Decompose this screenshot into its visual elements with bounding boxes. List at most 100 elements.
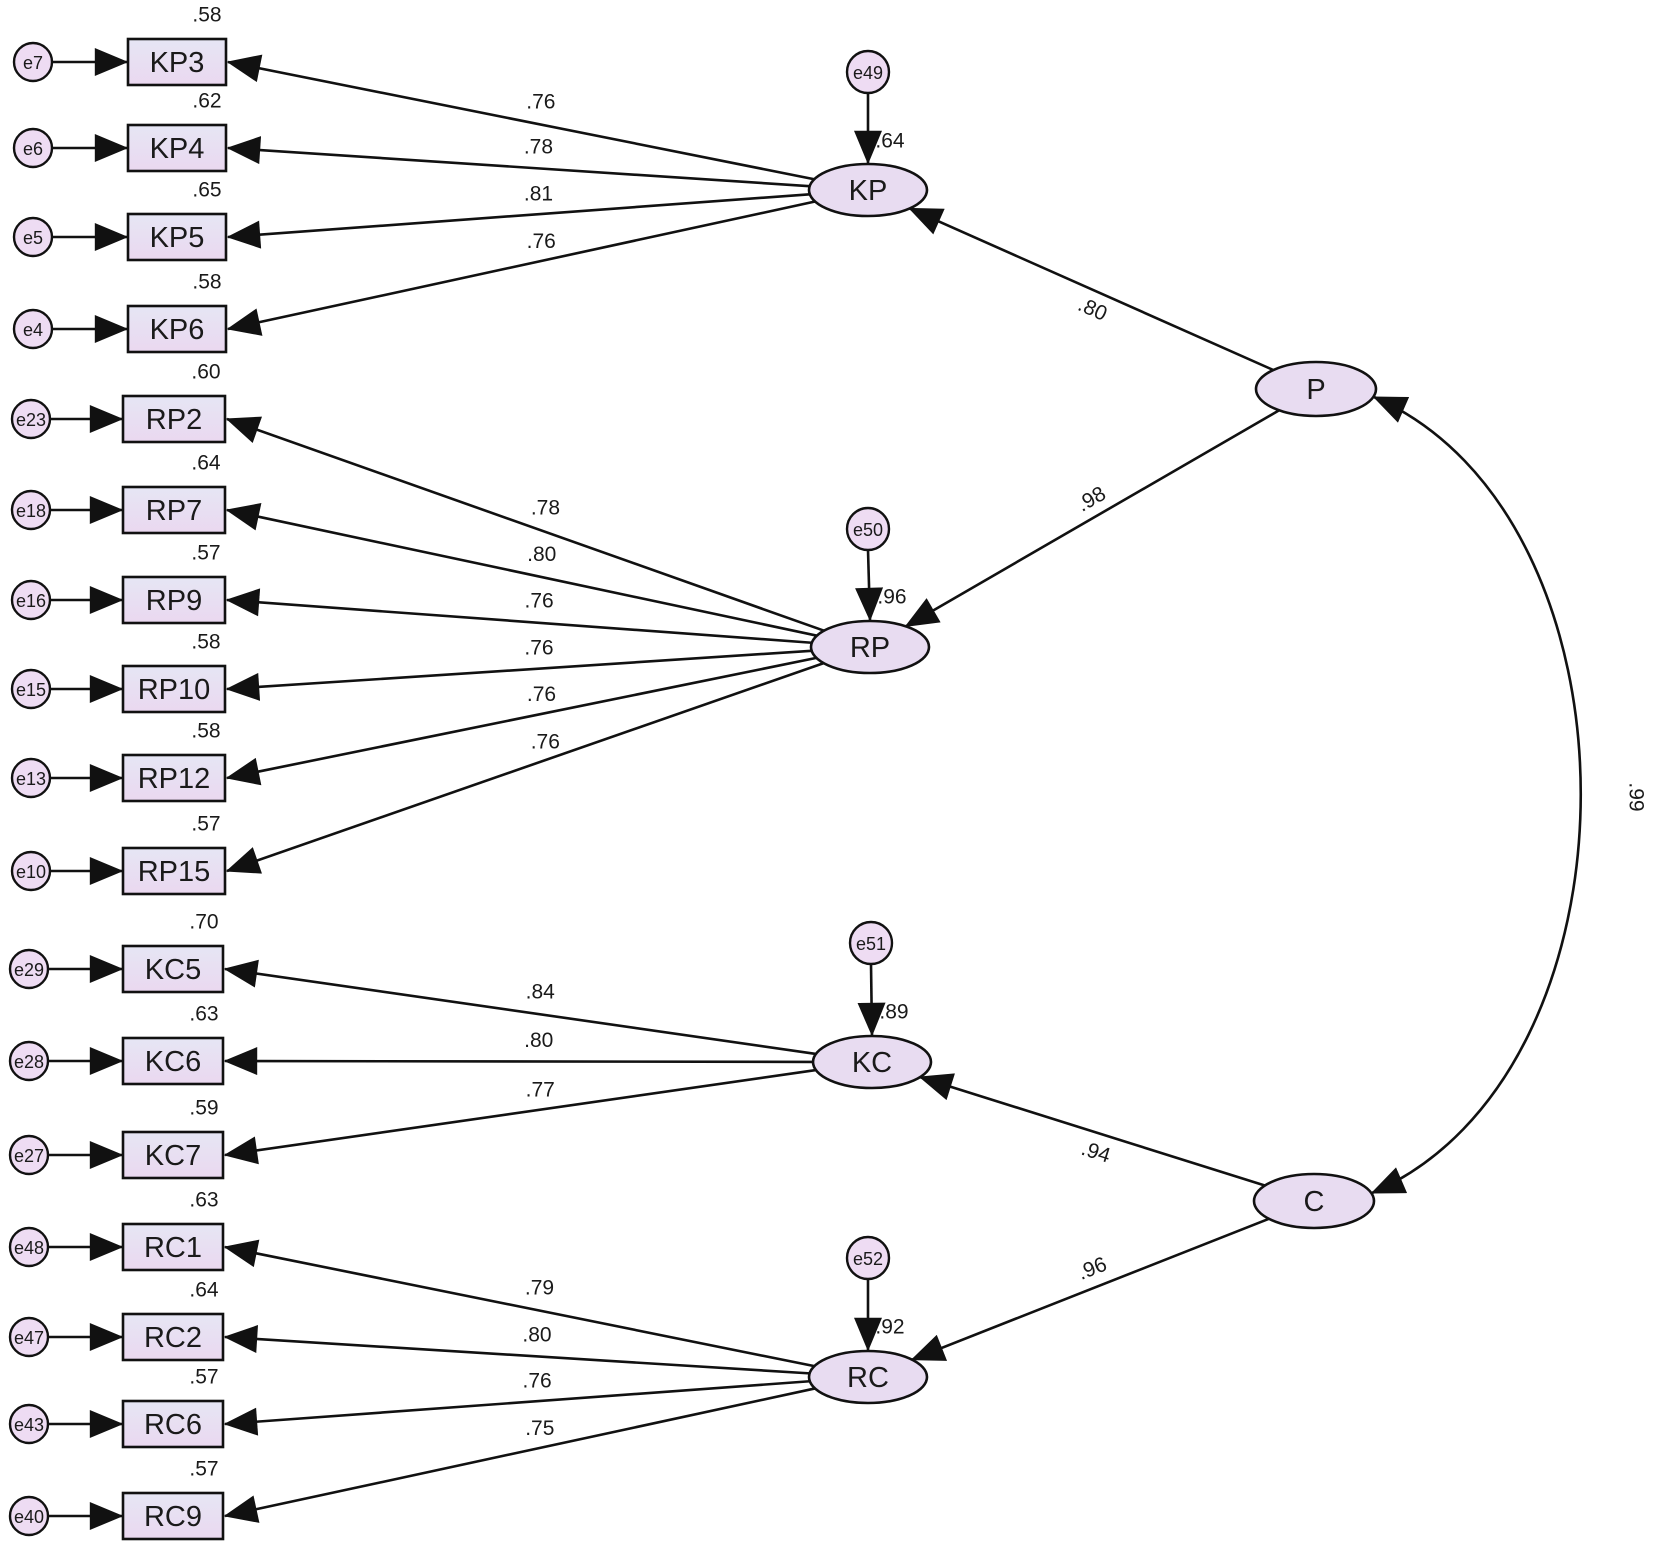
- edges-layer: [48, 48, 1582, 1530]
- error-term-label: e4: [23, 320, 43, 340]
- loading-label: .81: [524, 182, 553, 205]
- loading-label: .76: [524, 590, 553, 613]
- indicator-r2-label: .63: [189, 1189, 218, 1212]
- loading-label: .78: [524, 135, 553, 158]
- indicator-r2-label: .64: [191, 452, 221, 475]
- error-term-label: e5: [23, 228, 43, 248]
- error-term-circle: [8, 948, 50, 990]
- loading-path: [223, 1047, 814, 1076]
- indicator-label: KC5: [145, 954, 201, 986]
- second-order-latent-label: C: [1304, 1186, 1325, 1218]
- first-order-latent-label: KC: [852, 1047, 892, 1079]
- labels-layer: .58.62.65.58.60.64.57.58.58.57.70.63.59.…: [189, 4, 1647, 1481]
- error-term-circle: [8, 1403, 50, 1445]
- loading-label: .76: [531, 730, 560, 753]
- error-term-label: e40: [14, 1507, 44, 1527]
- indicator-box: [121, 944, 225, 994]
- error-term-label: e23: [16, 410, 46, 430]
- structural-path: [918, 1073, 1266, 1187]
- error-term-circle: [12, 308, 54, 350]
- first-order-latent: [809, 619, 931, 675]
- error-term-circle: [12, 127, 54, 169]
- indicator-r2-label: .57: [189, 1458, 218, 1481]
- indicator-r2-label: .63: [189, 1003, 218, 1026]
- loading-path: [226, 192, 810, 249]
- error-term-label: e7: [23, 53, 43, 73]
- disturbance-arrow: [857, 963, 886, 1037]
- indicator-r2-label: .58: [192, 4, 221, 27]
- indicator-box: [126, 123, 228, 173]
- first-order-r2-label: .64: [875, 130, 905, 153]
- first-order-latent-label: RC: [847, 1362, 889, 1394]
- structural-path: [910, 1217, 1270, 1361]
- indicator-r2-label: .59: [189, 1097, 218, 1120]
- indicator-r2-label: .70: [189, 911, 218, 934]
- loading-path: [225, 416, 825, 632]
- loading-path: [223, 1068, 817, 1165]
- indicator-label: KP4: [150, 133, 205, 165]
- error-term-circle: [10, 579, 52, 621]
- indicator-r2-label: .58: [192, 271, 221, 294]
- indicator-box: [121, 846, 227, 896]
- error-term-label: e29: [14, 960, 44, 980]
- loading-path: [223, 959, 817, 1056]
- loading-label: .80: [527, 543, 556, 566]
- indicator-box: [121, 485, 227, 535]
- first-order-latent: [811, 1034, 933, 1090]
- indicator-label: RP9: [146, 585, 202, 617]
- indicator-r2-label: .64: [189, 1279, 219, 1302]
- structural-path: [908, 207, 1274, 372]
- indicator-box: [121, 575, 227, 625]
- second-order-latent-label: P: [1306, 374, 1325, 406]
- disturbance-circle: [848, 920, 894, 966]
- second-order-latent: [1252, 1172, 1376, 1230]
- loading-path: [226, 200, 816, 336]
- indicator-r2-label: .57: [191, 813, 220, 836]
- error-term-circle: [8, 1495, 50, 1537]
- error-term-label: e15: [16, 680, 46, 700]
- error-term-circle: [8, 1316, 50, 1358]
- error-term-circle: [10, 668, 52, 710]
- error-term-circle: [8, 1134, 50, 1176]
- indicator-r2-label: .65: [192, 179, 221, 202]
- error-term-label: e28: [14, 1052, 44, 1072]
- error-term-label: e27: [14, 1146, 44, 1166]
- loading-label: .76: [527, 683, 556, 706]
- loading-path: [226, 136, 810, 188]
- indicator-box: [121, 664, 227, 714]
- loading-label: .76: [522, 1369, 551, 1392]
- disturbance-label: e49: [853, 63, 883, 83]
- covariance-label: .99: [1625, 782, 1648, 811]
- disturbance-label: e50: [853, 520, 883, 540]
- indicator-label: RC1: [144, 1232, 202, 1264]
- indicator-r2-label: .58: [191, 631, 220, 654]
- error-term-label: e6: [23, 139, 43, 159]
- structural-path-label: .96: [1075, 1253, 1111, 1285]
- indicator-label: KP5: [150, 222, 205, 254]
- loading-path: [225, 588, 812, 645]
- structural-path: [904, 409, 1280, 628]
- structural-path-label: .80: [1074, 293, 1110, 326]
- error-term-label: e13: [16, 769, 46, 789]
- error-term-circle: [12, 216, 54, 258]
- loading-path: [225, 649, 812, 701]
- indicator-label: KC7: [145, 1140, 201, 1172]
- covariance-arc: [1370, 395, 1582, 1195]
- loading-label: .78: [531, 497, 560, 520]
- indicator-label: RC9: [144, 1501, 202, 1533]
- loading-path: [226, 54, 815, 181]
- loading-label: .75: [525, 1417, 554, 1440]
- first-order-r2-label: .96: [877, 586, 906, 609]
- loading-path: [223, 1239, 815, 1368]
- disturbance-circle: [845, 1235, 891, 1281]
- indicator-box: [121, 1491, 225, 1541]
- indicator-label: RP10: [138, 674, 211, 706]
- indicator-label: RC6: [144, 1409, 202, 1441]
- first-order-r2-label: .89: [879, 1001, 908, 1024]
- indicator-label: KC6: [145, 1046, 201, 1078]
- loading-label: .77: [526, 1078, 555, 1101]
- indicator-box: [126, 212, 228, 262]
- disturbance-circle: [845, 49, 891, 95]
